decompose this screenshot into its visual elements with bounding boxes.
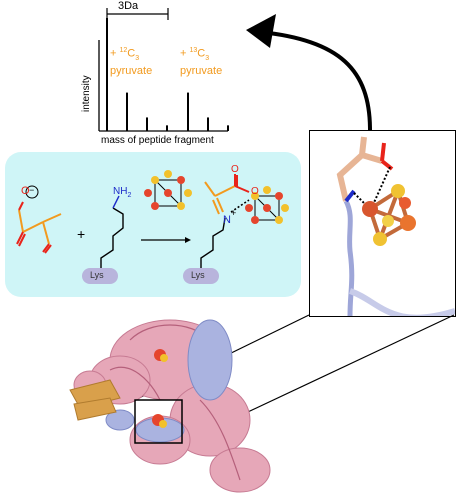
active-site-inset [309, 130, 456, 321]
product-lys-blob: Lys [183, 268, 219, 284]
iron-atom [400, 215, 416, 231]
sulfur-atom [391, 184, 405, 198]
sulfur-atom [373, 232, 387, 246]
peaks-group [106, 18, 229, 131]
x-axis-label: mass of peptide fragment [101, 135, 214, 146]
protein-gold-strands [69, 379, 121, 421]
reaction-scheme [16, 170, 289, 270]
sulfur-atom [382, 215, 394, 227]
product-o-label-2: O [231, 164, 239, 175]
annotation-12c-pyruvate: + 12C3 pyruvate [110, 47, 153, 77]
plus-sign: + [77, 226, 86, 242]
lys-blob: Lys [82, 268, 118, 284]
annotation-13c-pyruvate: + 13C3 pyruvate [180, 47, 223, 77]
amine-label: NH2 [113, 186, 132, 199]
zoom-box [134, 399, 183, 444]
delta-label: 3Da [118, 0, 139, 12]
product-o-label: O [251, 186, 259, 197]
product-plus: + [231, 208, 237, 218]
protein-blue-domain [105, 319, 233, 443]
active-site-structure [336, 136, 456, 321]
pyruvate-o-label: O [21, 185, 30, 197]
iron-atom [399, 197, 411, 209]
reaction-panel: O − + NH2 N + O O Lys Lys [5, 152, 301, 297]
minus-sign: − [29, 185, 35, 195]
iron-atom [362, 201, 378, 217]
product-n-label: N [223, 214, 231, 226]
